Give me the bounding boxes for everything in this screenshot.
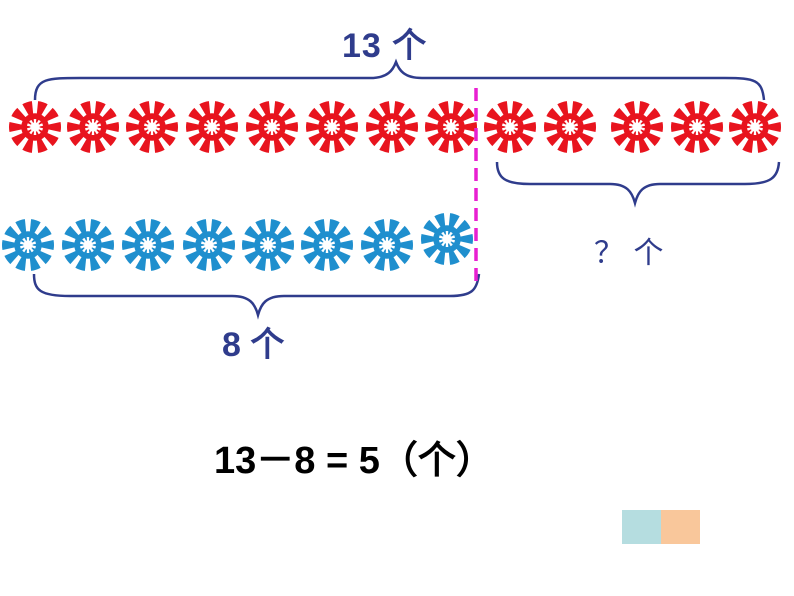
- blue-flower-icon: [61, 219, 115, 271]
- blue-flower-icon: [183, 219, 235, 271]
- red-flower-icon: [671, 101, 723, 153]
- equation-text: 13－8 = 5（个）: [214, 440, 494, 482]
- known-brace: [32, 273, 481, 320]
- color-swatch-teal: [622, 510, 661, 544]
- unknown-brace: [495, 161, 781, 208]
- color-swatch-orange: [661, 510, 700, 544]
- blue-flower-icon: [1, 219, 54, 271]
- red-flower-icon: [611, 101, 663, 153]
- blue-flower-icon: [122, 219, 174, 271]
- blue-flower-icon: [301, 219, 353, 271]
- red-flower-icon: [544, 101, 596, 153]
- blue-flower-row: [1, 213, 473, 271]
- unknown-count-label: ？ 个: [594, 236, 664, 271]
- blue-flower-icon: [361, 219, 414, 271]
- red-flower-icon: [483, 101, 536, 153]
- red-flower-row: [9, 101, 781, 153]
- blue-flower-icon: [242, 219, 295, 271]
- red-flower-icon: [424, 101, 478, 153]
- red-flower-icon: [9, 101, 62, 153]
- red-flower-icon: [306, 101, 359, 153]
- red-flower-icon: [729, 101, 781, 153]
- known-count-label: 8 个: [222, 326, 285, 364]
- red-flower-icon: [125, 101, 178, 153]
- total-count-label: 13 个: [342, 27, 428, 65]
- red-flower-icon: [67, 101, 120, 153]
- red-flower-icon: [246, 101, 298, 153]
- blue-flower-icon: [421, 213, 473, 265]
- red-flower-icon: [365, 101, 418, 153]
- red-flower-icon: [186, 101, 238, 153]
- total-brace: [33, 58, 766, 101]
